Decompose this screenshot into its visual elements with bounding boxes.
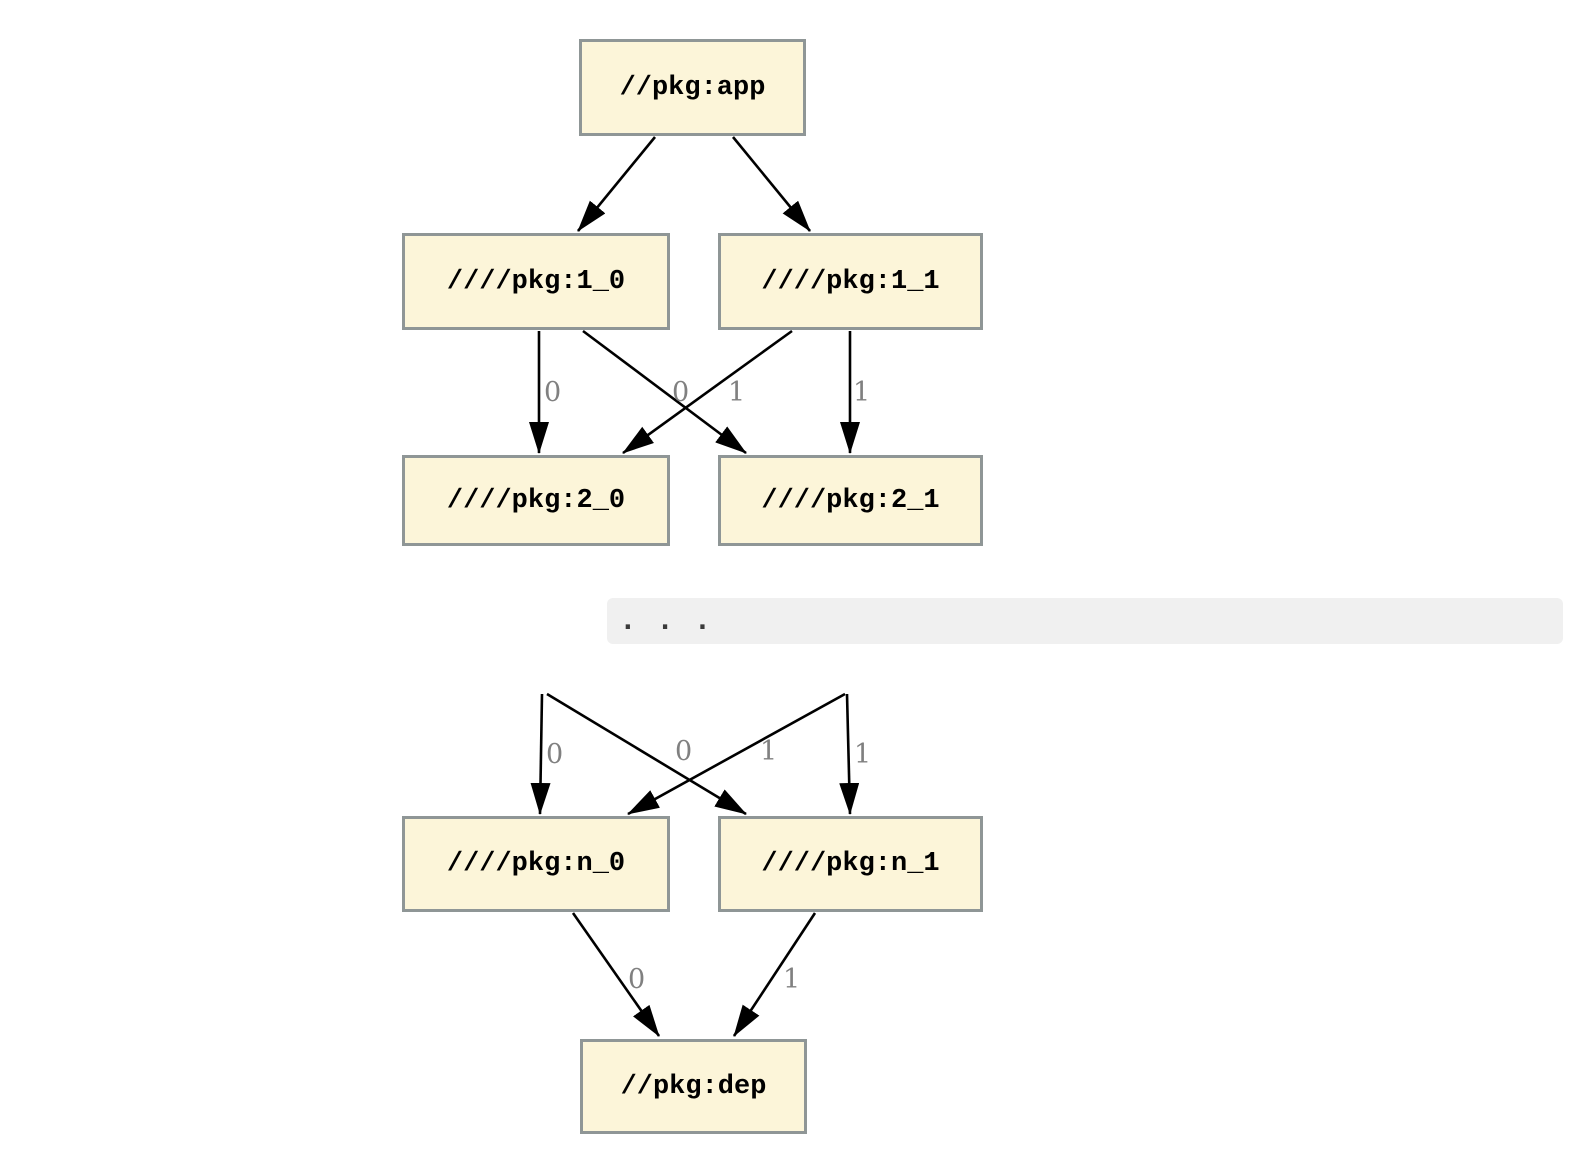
node-pkg-1-0: ////pkg:1_0 (402, 233, 670, 330)
edge-label-n-1-to-dep: 1 (783, 964, 800, 995)
edge-n-0-to-dep (571, 912, 661, 1037)
edge-n-1-to-dep (732, 912, 817, 1037)
node-pkg-app-label: //pkg:app (619, 72, 766, 103)
node-pkg-1-0-label: ////pkg:1_0 (446, 266, 626, 297)
node-pkg-n-1-label: ////pkg:n_1 (761, 849, 940, 879)
node-pkg-n-0: ////pkg:n_0 (402, 816, 670, 912)
edge-label-n-0-to-dep: 0 (628, 964, 645, 995)
node-pkg-1-1-label: ////pkg:1_1 (761, 266, 940, 297)
edge-label-1-0-to-2-1: 1 (728, 377, 745, 408)
edge-to-n-1-cross (546, 692, 747, 816)
edge-to-n-0-straight (530, 693, 551, 815)
node-pkg-2-1-label: ////pkg:2_1 (761, 485, 940, 516)
node-pkg-dep-label: //pkg:dep (620, 1071, 767, 1102)
node-pkg-1-1: ////pkg:1_1 (718, 233, 983, 330)
node-pkg-n-1: ////pkg:n_1 (718, 816, 983, 912)
node-pkg-2-0-label: ////pkg:2_0 (446, 485, 626, 516)
edge-label-1-0-to-2-0: 0 (544, 377, 561, 408)
edge-label-to-n-0-cross: 0 (675, 736, 692, 767)
node-pkg-n-0-label: ////pkg:n_0 (446, 849, 626, 879)
node-pkg-dep: //pkg:dep (580, 1039, 807, 1134)
edge-label-to-n-1-straight: 1 (854, 739, 871, 770)
node-pkg-app: //pkg:app (579, 39, 806, 136)
edge-1-0-to-2-1 (582, 329, 747, 455)
edge-label-1-1-to-2-1: 1 (853, 377, 870, 408)
edge-label-to-n-0-straight: 0 (546, 739, 563, 770)
truncation-band: . . . (607, 598, 1563, 644)
truncation-ellipsis: . . . (620, 606, 714, 636)
edge-label-1-1-to-2-0: 0 (672, 377, 689, 408)
edge-1-1-to-2-0 (622, 329, 793, 455)
edge-to-n-1-straight (839, 693, 860, 815)
edge-label-to-n-1-cross: 1 (760, 736, 777, 767)
edge-app-to-1-0 (576, 136, 657, 232)
node-pkg-2-1: ////pkg:2_1 (718, 455, 983, 546)
edge-to-n-0-cross (627, 692, 846, 816)
node-pkg-2-0: ////pkg:2_0 (402, 455, 670, 546)
edge-app-to-1-1 (731, 136, 812, 232)
